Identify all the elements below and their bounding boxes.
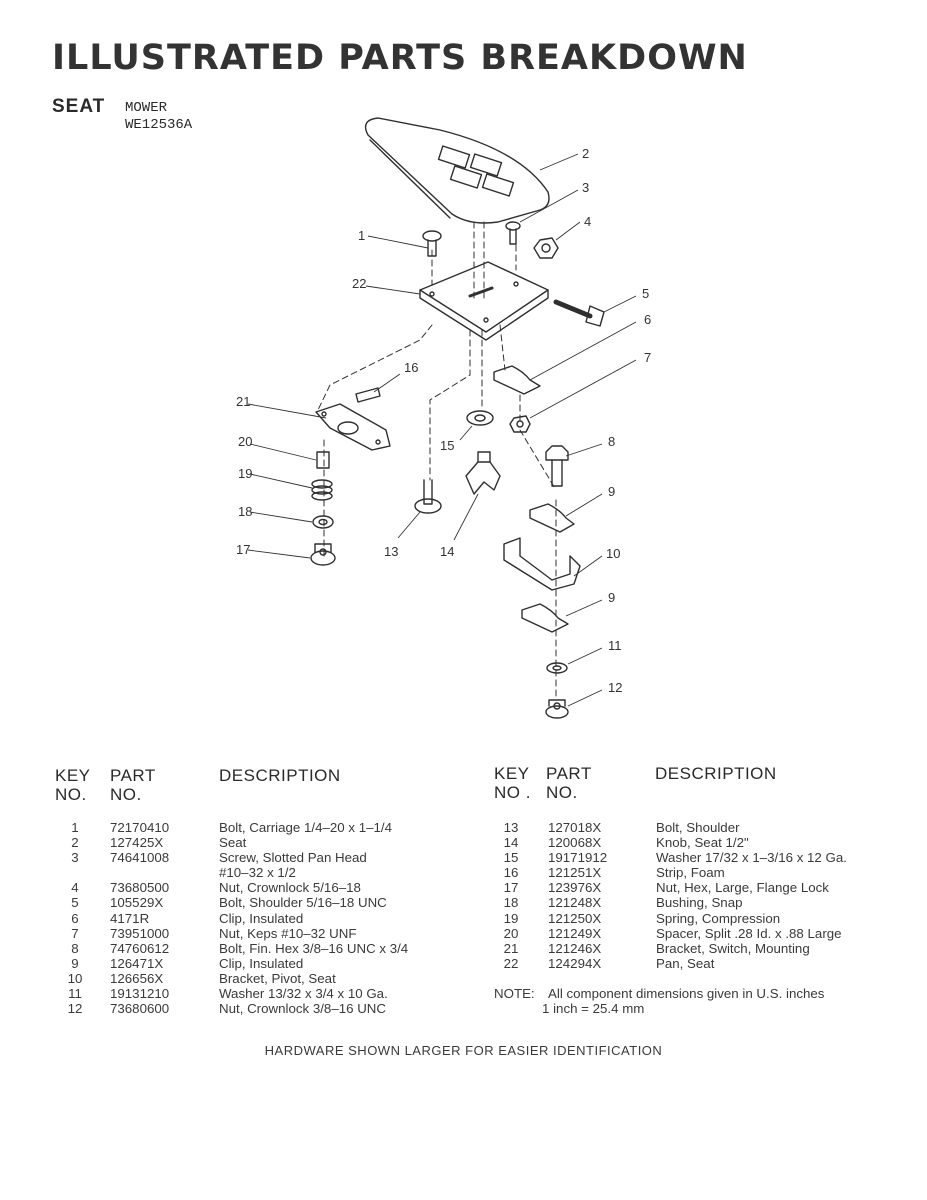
insulated-clip-9-part	[529, 503, 575, 533]
key-header-right: KEY	[494, 764, 530, 783]
crownlock-nut-12-part	[545, 699, 569, 719]
note-label: NOTE:	[494, 986, 535, 1001]
model-number: WE12536A	[125, 117, 193, 133]
key-no-header: KEY NO.	[55, 766, 91, 804]
no-header: NO.	[55, 785, 87, 804]
part-header-right: PART	[546, 764, 592, 783]
description-header: DESCRIPTION	[219, 766, 341, 785]
part-no-header: PART NO.	[110, 766, 156, 804]
callout-11: 11	[608, 638, 622, 653]
callout-9b: 9	[608, 590, 615, 605]
callout-7: 7	[644, 350, 651, 365]
description-header-right: DESCRIPTION	[655, 764, 777, 783]
exploded-parts-diagram: 2 3 4 5 6 7 1 22 16 21 20 19 18 17 15 13…	[236, 117, 651, 719]
seat-knob-part	[465, 451, 501, 495]
callout-12: 12	[608, 680, 622, 695]
callout-19: 19	[238, 466, 252, 481]
callout-20: 20	[238, 434, 252, 449]
callout-4: 4	[584, 214, 591, 229]
washer-11-part	[546, 662, 568, 674]
key-header: KEY	[55, 766, 91, 785]
part-no-label-right: NO.	[546, 783, 578, 802]
note-line-2: 1 inch = 25.4 mm	[542, 1001, 645, 1016]
callout-13: 13	[384, 544, 398, 559]
split-spacer-part	[316, 451, 330, 469]
hardware-footer-note: HARDWARE SHOWN LARGER FOR EASIER IDENTIF…	[264, 1043, 663, 1058]
section-label: SEAT	[52, 96, 106, 117]
callout-2: 2	[582, 146, 589, 161]
part-header: PART	[110, 766, 156, 785]
callout-9: 9	[608, 484, 615, 499]
compression-spring-part	[311, 479, 333, 501]
table-row: #10–32 x 1/2	[219, 865, 296, 881]
callout-16: 16	[404, 360, 418, 375]
dimension-note: NOTE: All component dimensions given in U…	[494, 986, 824, 1016]
key-no-header-right: KEY NO .	[494, 764, 531, 802]
callout-14: 14	[440, 544, 454, 559]
callout-3: 3	[582, 180, 589, 195]
callout-8: 8	[608, 434, 615, 449]
insulated-clip-part	[493, 365, 541, 395]
callout-22: 22	[352, 276, 366, 291]
keps-nut-part	[509, 415, 531, 433]
switch-bracket-part	[315, 403, 391, 451]
callout-15: 15	[440, 438, 454, 453]
callout-17: 17	[236, 542, 250, 557]
no-header-right: NO .	[494, 783, 531, 802]
callout-10: 10	[606, 546, 620, 561]
part-no-header-right: PART NO.	[546, 764, 592, 802]
shoulder-bolt-part	[553, 299, 605, 327]
seat-part	[364, 117, 550, 224]
callout-6: 6	[644, 312, 651, 327]
flange-lock-nut-part	[310, 543, 336, 566]
shoulder-bolt-13-part	[414, 479, 442, 514]
callout-21: 21	[236, 394, 250, 409]
callout-18: 18	[238, 504, 252, 519]
pivot-bracket-part	[503, 537, 581, 591]
insulated-clip-9b-part	[521, 603, 569, 633]
foam-strip-part	[355, 387, 381, 403]
washer-part	[466, 410, 494, 426]
model-type: MOWER	[125, 100, 168, 116]
page-title: ILLUSTRATED PARTS BREAKDOWN	[52, 38, 748, 78]
callout-5: 5	[642, 286, 649, 301]
crownlock-nut-part	[533, 237, 559, 259]
snap-bushing-part	[312, 515, 334, 529]
part-no-label: NO.	[110, 785, 142, 804]
note-line-1: All component dimensions given in U.S. i…	[548, 986, 825, 1001]
pan-head-screw-part	[505, 221, 521, 245]
callout-1: 1	[358, 228, 365, 243]
seat-pan-part	[419, 261, 549, 341]
hex-bolt-part	[545, 445, 569, 487]
